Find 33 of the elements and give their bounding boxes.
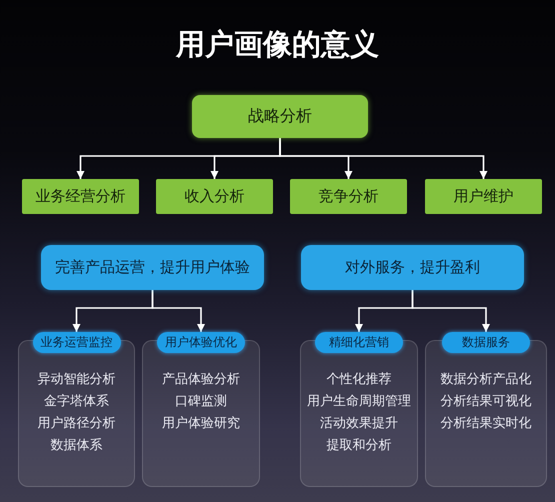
strategy-box: 战略分析	[192, 95, 368, 138]
connector-arrow	[412, 290, 490, 332]
info-card	[18, 332, 135, 487]
list-item-text: 数据分析产品化	[440, 371, 532, 389]
info-card	[300, 332, 418, 487]
list-item-text: 用户体验研究	[162, 415, 240, 433]
list-item-text: 提取和分析	[326, 437, 392, 455]
analysis-box: 竞争分析	[290, 179, 407, 214]
list-item-text: 用户生命周期管理	[307, 393, 411, 411]
goal-box: 完善产品运营，提升用户体验	[41, 245, 264, 290]
list-item-text: 口碑监测	[175, 393, 227, 411]
card-heading: 用户体验优化	[157, 332, 245, 353]
list-item-text: 产品体验分析	[162, 371, 240, 389]
card-heading: 数据服务	[442, 332, 530, 353]
list-item-text: 活动效果提升	[320, 415, 398, 433]
analysis-box: 用户维护	[425, 179, 542, 214]
list-item-text: 分析结果可视化	[440, 393, 532, 411]
list-item-text: 金字塔体系	[44, 393, 109, 411]
list-item-text: 分析结果实时化	[440, 415, 532, 433]
connector-arrow	[152, 290, 205, 332]
list-item-text: 个性化推荐	[326, 371, 392, 389]
list-item-text: 异动智能分析	[38, 371, 116, 389]
analysis-box: 收入分析	[156, 179, 273, 214]
card-heading: 业务运营监控	[32, 332, 120, 353]
card-heading: 精细化营销	[315, 332, 403, 353]
info-card	[142, 332, 260, 487]
list-item-text: 数据体系	[50, 437, 102, 455]
list-item-text: 用户路径分析	[38, 415, 116, 433]
analysis-box: 业务经营分析	[22, 179, 139, 214]
info-card	[425, 332, 547, 487]
goal-box: 对外服务，提升盈利	[301, 245, 524, 290]
diagram-title: 用户画像的意义	[176, 26, 379, 62]
connector-arrow	[279, 138, 488, 179]
